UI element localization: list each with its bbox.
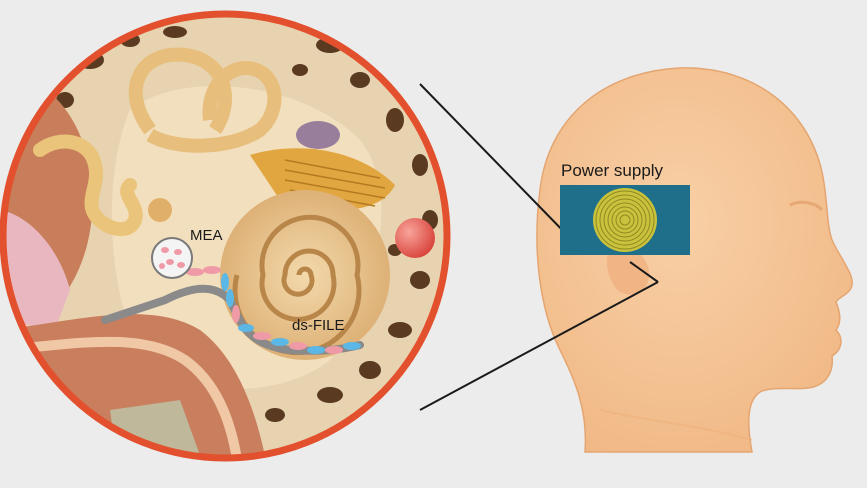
coil-icon bbox=[593, 188, 657, 252]
mea-disc bbox=[152, 238, 192, 278]
head-silhouette bbox=[537, 68, 852, 452]
ds-file-label: ds-FILE bbox=[292, 317, 345, 334]
power-supply-label: Power supply bbox=[561, 161, 664, 180]
power-supply-device bbox=[560, 185, 690, 255]
sphere-marker bbox=[395, 218, 435, 258]
magnified-ear-view bbox=[0, 0, 450, 483]
mea-label: MEA bbox=[190, 227, 223, 244]
